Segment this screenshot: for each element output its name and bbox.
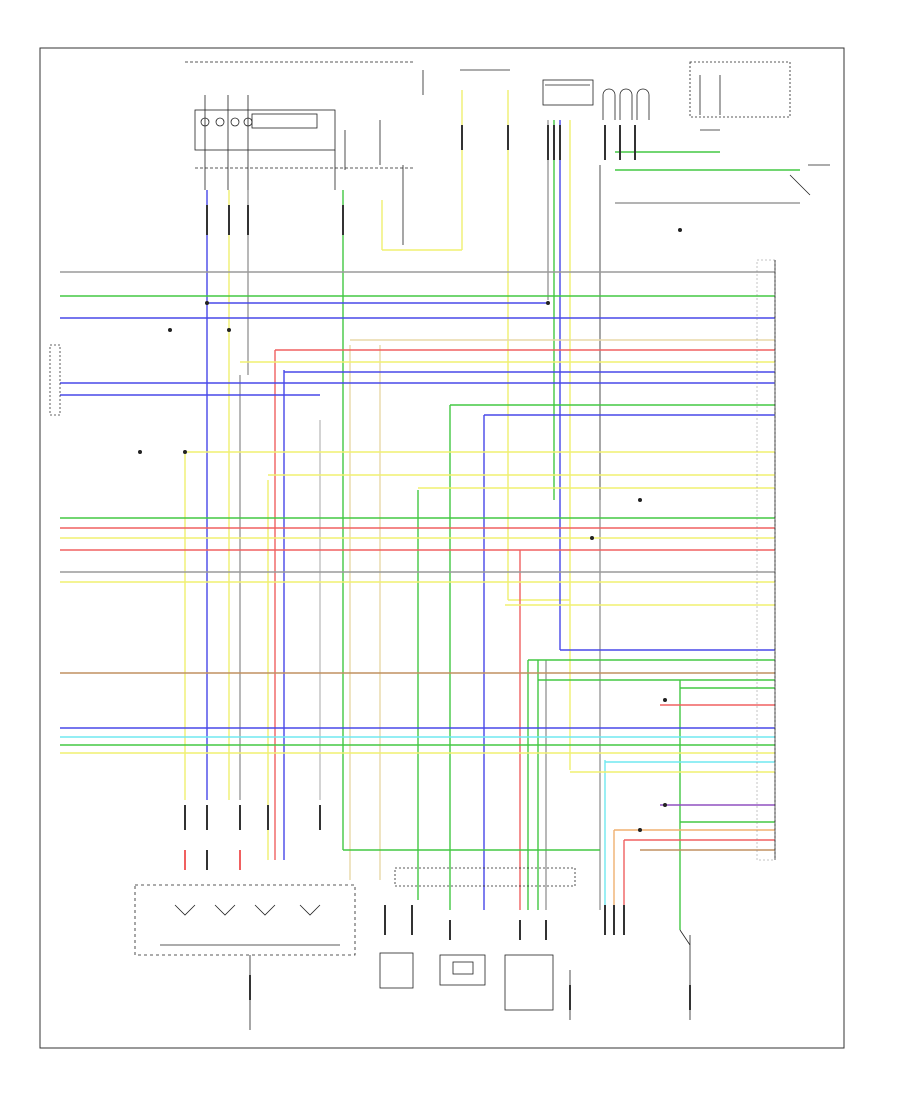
splice-points: [138, 228, 682, 832]
horizontal-wires: [60, 151, 800, 851]
connector-marks: [184, 125, 691, 1010]
vertical-wires: [184, 90, 681, 930]
left-connector: [49, 344, 61, 416]
engine-control-module-connector: [756, 259, 776, 861]
top-components: [185, 61, 830, 500]
diagram-frame: [39, 47, 845, 1049]
bottom-components: [134, 867, 691, 1030]
